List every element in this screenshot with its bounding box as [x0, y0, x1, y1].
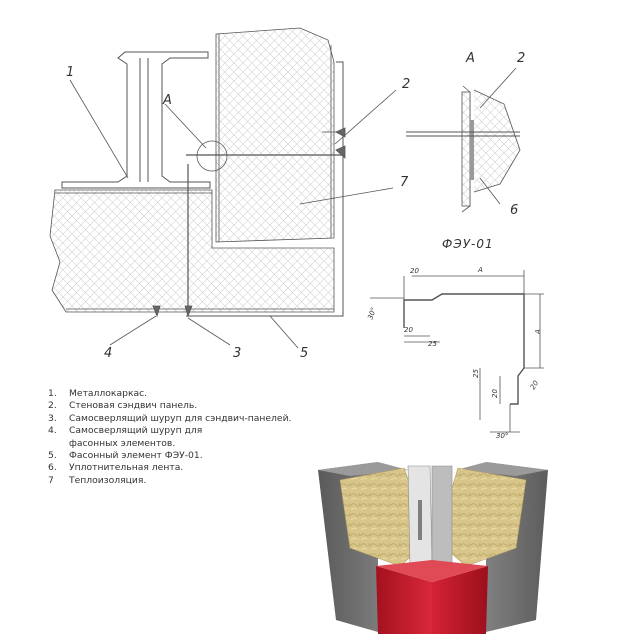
flashing-screw-bottom [152, 305, 161, 318]
callout-3: 3 [233, 346, 241, 361]
section-view [49, 27, 397, 349]
legend-text: фасонных элементов. [69, 437, 176, 449]
dim-20-top: 20 [410, 267, 419, 275]
detail-a-view [406, 67, 521, 213]
legend-text: Фасонный элемент ФЭУ-01. [69, 450, 203, 462]
legend-num: 6. [48, 462, 57, 474]
callout-4: 4 [104, 346, 112, 361]
vertical-sandwich-panel [215, 27, 335, 243]
callout-2: 2 [402, 77, 410, 92]
legend-text: Самосверлящий шуруп для сэндвич-панелей. [69, 412, 292, 424]
legend-item: фасонных элементов. [48, 438, 318, 450]
dim-20-bottom: 20 [491, 389, 499, 398]
dim-30-left: 30° [366, 306, 378, 320]
corner-3d-illustration [318, 462, 548, 634]
callout-a-main: A [162, 93, 172, 108]
callout-1: 1 [66, 65, 74, 80]
detail-a-circle [196, 140, 228, 172]
callout-5: 5 [300, 346, 308, 361]
legend-num: 4. [48, 425, 57, 437]
legend-item: 7 Теплоизоляция. [48, 475, 318, 487]
callout-2-zoom: 2 [517, 51, 525, 66]
legend-item: 2. Стеновая сэндвич панель. [48, 400, 318, 412]
legend-num: 5. [48, 450, 57, 462]
legend-text: Самосверлящий шуруп для [69, 425, 203, 437]
legend-num: 7 [48, 474, 54, 486]
legend-num: 3. [48, 412, 57, 424]
legend-text: Уплотнительная лента. [69, 462, 184, 474]
legend-num: 1. [48, 388, 57, 399]
legend-num: 2. [48, 400, 57, 412]
legend-item: 5. Фасонный элемент ФЭУ-01. [48, 450, 318, 462]
legend-text: Теплоизоляция. [69, 474, 147, 486]
legend-list: 1. Металлокаркас. 2. Стеновая сэндвич пане… [48, 388, 318, 487]
callout-a-zoom: A [465, 51, 475, 66]
legend-text: Металлокаркас. [69, 388, 148, 399]
legend-item: 3. Самосверлящий шуруп для сэндвич-панеле… [48, 413, 318, 425]
profile-title: ФЭУ-01 [442, 237, 494, 251]
legend-item: 1. Металлокаркас. [48, 388, 318, 400]
sealing-tape [470, 120, 474, 180]
dim-a-top: A [477, 266, 483, 274]
legend-item: 4. Самосверлящий шуруп для [48, 425, 318, 437]
horizontal-sandwich-panel [49, 189, 335, 313]
profile-drawing [370, 270, 544, 433]
dim-a-right: A [534, 329, 542, 335]
callout-7: 7 [400, 175, 409, 190]
flashing-screw-right [335, 127, 346, 138]
legend-item: 6. Уплотнительная лента. [48, 462, 318, 474]
dim-25-left: 25 [428, 340, 437, 348]
legend-num [48, 438, 69, 450]
callout-6: 6 [510, 203, 518, 218]
legend-text: Стеновая сэндвич панель. [69, 400, 198, 412]
corner-flashing-element [186, 61, 344, 317]
dim-20-left: 20 [404, 326, 413, 334]
dim-30-bottom: 30° [496, 432, 508, 440]
dim-20-right: 20 [529, 379, 541, 391]
dim-25-bottom: 25 [472, 369, 480, 378]
metal-frame-beam [61, 51, 211, 189]
